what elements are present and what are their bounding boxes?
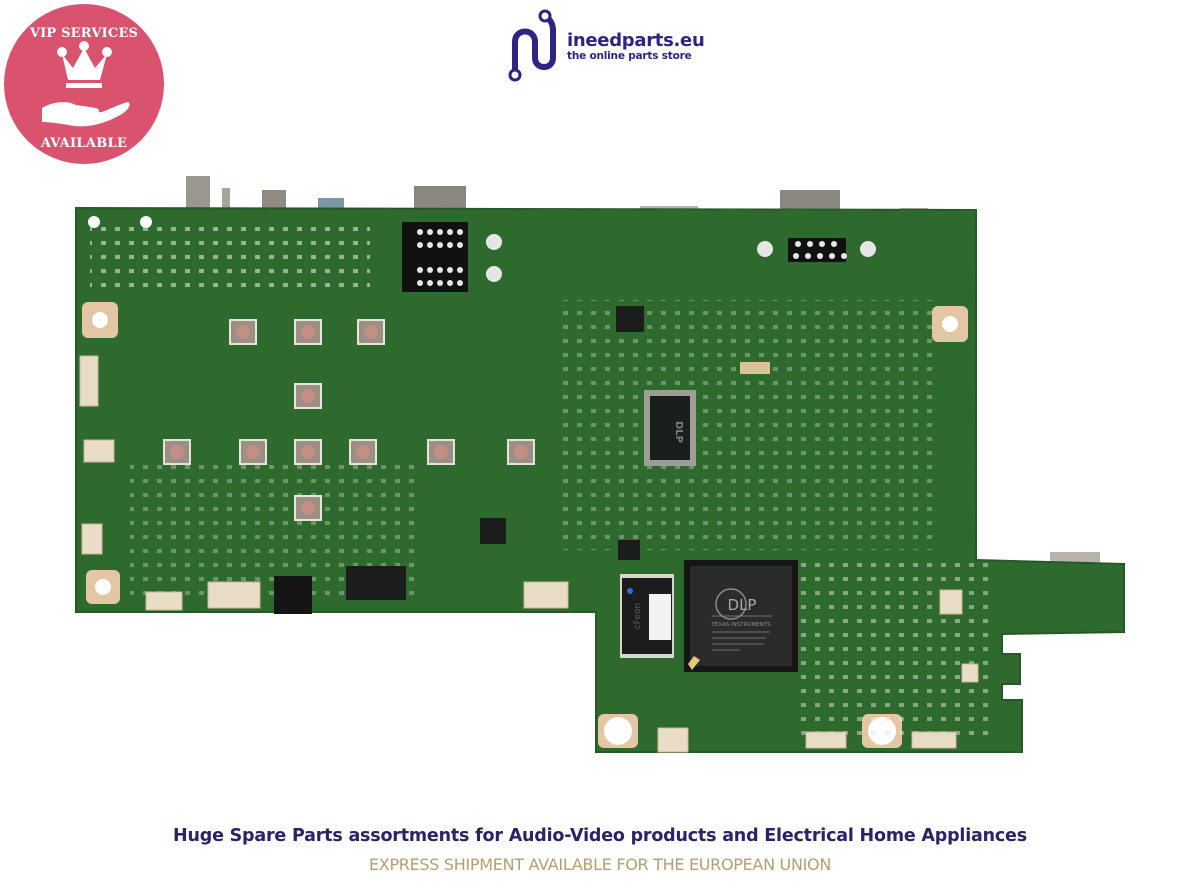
svg-text:DLP: DLP xyxy=(728,596,757,614)
dlp-main-chip: DLP TEXAS INSTRUMENTS xyxy=(684,560,798,672)
svg-text:DLP: DLP xyxy=(673,421,684,443)
logo-mark-icon xyxy=(508,9,556,82)
badge-line-2: AVAILABLE xyxy=(40,136,128,151)
pin-header xyxy=(402,222,876,292)
logo-tagline: the online parts store xyxy=(567,50,692,62)
store-logo[interactable]: ineedparts.eu the online parts store xyxy=(505,6,705,86)
cable-connectors xyxy=(79,355,979,753)
rear-connectors xyxy=(186,176,1100,564)
product-photo-pcb: DLP cFeon DLP TEXAS INSTRUMENTS xyxy=(75,176,1125,753)
crown-icon xyxy=(57,41,112,88)
svg-text:TEXAS INSTRUMENTS: TEXAS INSTRUMENTS xyxy=(710,622,771,628)
logo-name: ineedparts.eu xyxy=(567,30,705,51)
hand-icon xyxy=(42,102,130,127)
svg-text:cFeon: cFeon xyxy=(633,603,643,629)
vip-services-badge: VIP SERVICES AVAILABLE xyxy=(4,4,164,164)
badge-line-1: VIP SERVICES xyxy=(29,26,139,41)
footer-subline: EXPRESS SHIPMENT AVAILABLE FOR THE EUROP… xyxy=(368,855,831,874)
secondary-chip: DLP xyxy=(644,390,696,466)
tactile-buttons xyxy=(163,319,535,521)
memory-chip: cFeon xyxy=(620,574,674,658)
footer-headline: Huge Spare Parts assortments for Audio-V… xyxy=(173,826,1027,846)
ir-receiver xyxy=(274,576,312,614)
